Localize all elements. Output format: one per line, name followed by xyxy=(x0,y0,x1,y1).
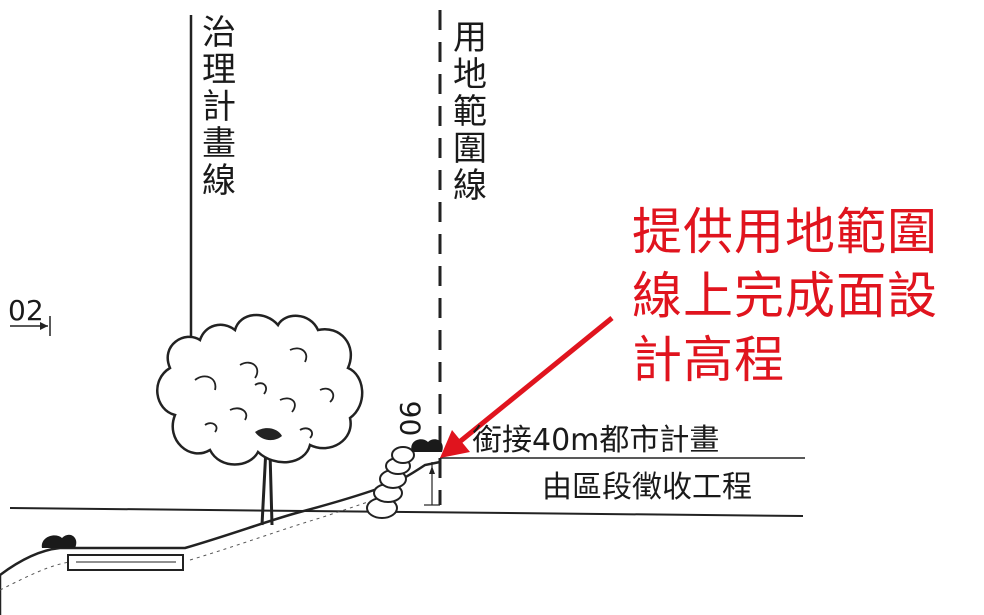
embankment-texture xyxy=(0,489,401,591)
road-connection-note: 銜接40m都市計畫 xyxy=(472,423,720,458)
land-boundary-label: 用地範圍線 xyxy=(453,18,487,206)
drainage-channel xyxy=(67,554,184,571)
height-value-label: 90 xyxy=(393,400,427,437)
red-annotation-text: 提供用地範圍線上完成面設計高程 xyxy=(632,203,938,389)
expropriation-note: 由區段徵收工程 xyxy=(542,470,752,505)
ground-line xyxy=(9,507,804,517)
height-dimension xyxy=(424,462,440,506)
small-shrub xyxy=(41,534,77,548)
left-marker-label: 02 xyxy=(8,294,44,327)
left-dimension-marker xyxy=(10,316,51,336)
planning-line-label: 治理計畫線 xyxy=(202,13,236,201)
stone-retaining-wall xyxy=(366,446,415,519)
red-pointer-arrow xyxy=(440,316,614,458)
wall-top-shrub xyxy=(411,439,443,452)
tree-illustration xyxy=(156,313,364,526)
